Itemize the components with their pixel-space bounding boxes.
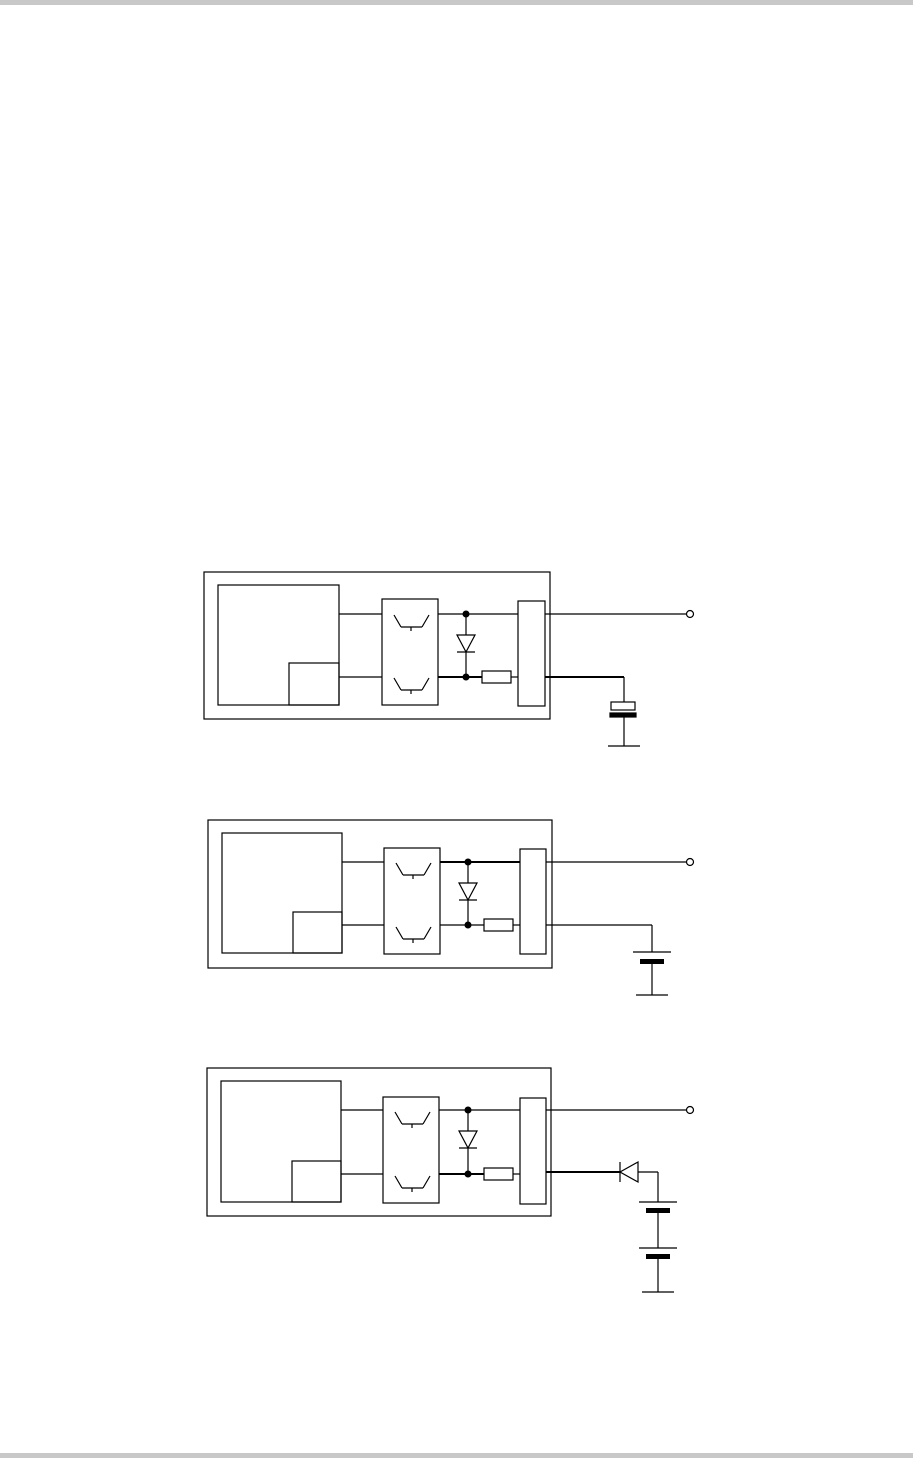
output-terminal (687, 611, 694, 618)
resistor-icon (482, 671, 511, 683)
controller-block (221, 1081, 341, 1202)
module-enclosure (204, 572, 550, 719)
battery-icon (633, 952, 671, 964)
output-terminal (687, 859, 694, 866)
transistor-icon (394, 678, 429, 694)
transistor-icon (395, 1176, 430, 1192)
transistor-pair-block (382, 599, 438, 705)
resistor-icon (484, 1168, 513, 1180)
controller-block (222, 833, 342, 953)
circuit-diagram-1 (204, 572, 694, 746)
resistor-icon (484, 919, 513, 931)
connector-block (518, 601, 545, 706)
controller-sub-block (292, 1161, 341, 1202)
circuit-diagram-2 (208, 820, 694, 995)
transistor-icon (396, 863, 431, 879)
transistor-pair-block (383, 1097, 439, 1203)
diode-icon (457, 635, 475, 652)
battery-icon (639, 1248, 677, 1259)
module-enclosure (208, 820, 552, 968)
diode-icon (620, 1162, 638, 1182)
diode-icon (459, 883, 477, 900)
battery-icon (639, 1202, 677, 1213)
controller-block (218, 585, 339, 705)
controller-sub-block (293, 912, 342, 953)
circuit-diagram-3 (207, 1068, 694, 1292)
controller-sub-block (289, 663, 339, 705)
connector-block (520, 1098, 546, 1204)
connector-block (520, 849, 546, 954)
transistor-icon (396, 927, 431, 943)
diode-icon (459, 1131, 477, 1148)
transistor-icon (395, 1112, 430, 1128)
capacitor-icon (610, 702, 636, 717)
output-terminal (687, 1107, 694, 1114)
transistor-icon (394, 615, 429, 631)
transistor-pair-block (384, 848, 440, 954)
module-enclosure (207, 1068, 551, 1216)
